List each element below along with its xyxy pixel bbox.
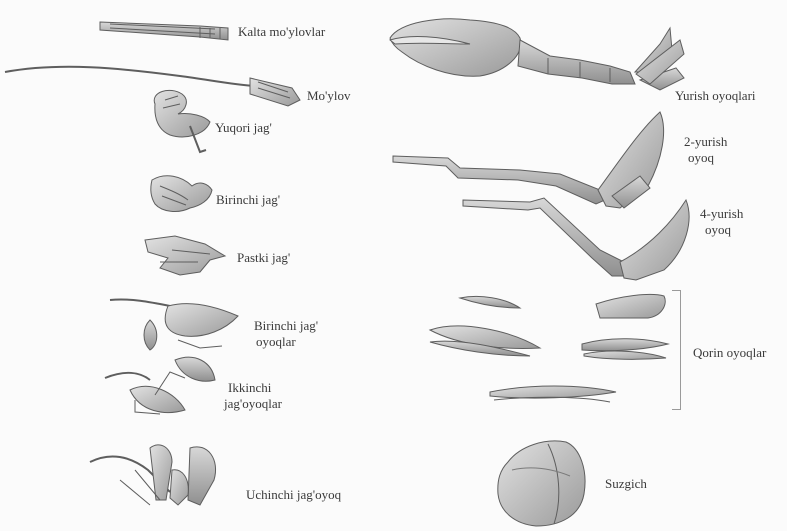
- label-yuqori-jag: Yuqori jag': [215, 120, 272, 136]
- fourth-walking-leg-drawing: [463, 198, 689, 280]
- label-yurish-oyoqlar: Yurish oyoqlari: [675, 88, 756, 104]
- label-2-yurish-line1: 2-yurish: [684, 134, 727, 150]
- label-birinchi-jagoyoqlar-line1: Birinchi jag': [254, 318, 318, 334]
- label-ikkinchi-jagoyoqlar-line1: Ikkinchi: [228, 380, 271, 396]
- pleopods-drawing: [430, 294, 668, 402]
- label-birinchi-jag: Birinchi jag': [216, 192, 280, 208]
- label-kalta-movlovlar: Kalta mo'ylovlar: [238, 24, 325, 40]
- first-maxilla-drawing: [151, 176, 212, 212]
- label-suzgich: Suzgich: [605, 476, 647, 492]
- label-ikkinchi-jagoyoqlar-line2: jag'oyoqlar: [224, 396, 282, 412]
- short-antennae-drawing: [100, 22, 228, 40]
- second-maxilliped-drawing: [105, 357, 215, 414]
- pleopods-bracket: [672, 290, 681, 410]
- first-maxilliped-drawing: [110, 299, 238, 350]
- label-pastki-jag: Pastki jag': [237, 250, 290, 266]
- mandible-drawing: [154, 90, 210, 152]
- second-maxilla-drawing: [145, 236, 225, 275]
- label-4-yurish-line2: oyoq: [705, 222, 731, 238]
- uropod-drawing: [498, 441, 585, 526]
- third-maxilliped-drawing: [90, 445, 216, 505]
- label-2-yurish-line2: oyoq: [688, 150, 714, 166]
- label-uchinchi-jagoyoq: Uchinchi jag'oyoq: [246, 487, 341, 503]
- label-birinchi-jagoyoqlar-line2: oyoqlar: [256, 334, 296, 350]
- label-qorin-oyoqlar: Qorin oyoqlar: [693, 345, 766, 361]
- antenna-drawing: [5, 67, 300, 106]
- label-4-yurish-line1: 4-yurish: [700, 206, 743, 222]
- second-walking-leg-drawing: [393, 112, 664, 208]
- label-moylov: Mo'ylov: [307, 88, 351, 104]
- cheliped-drawing: [390, 19, 684, 90]
